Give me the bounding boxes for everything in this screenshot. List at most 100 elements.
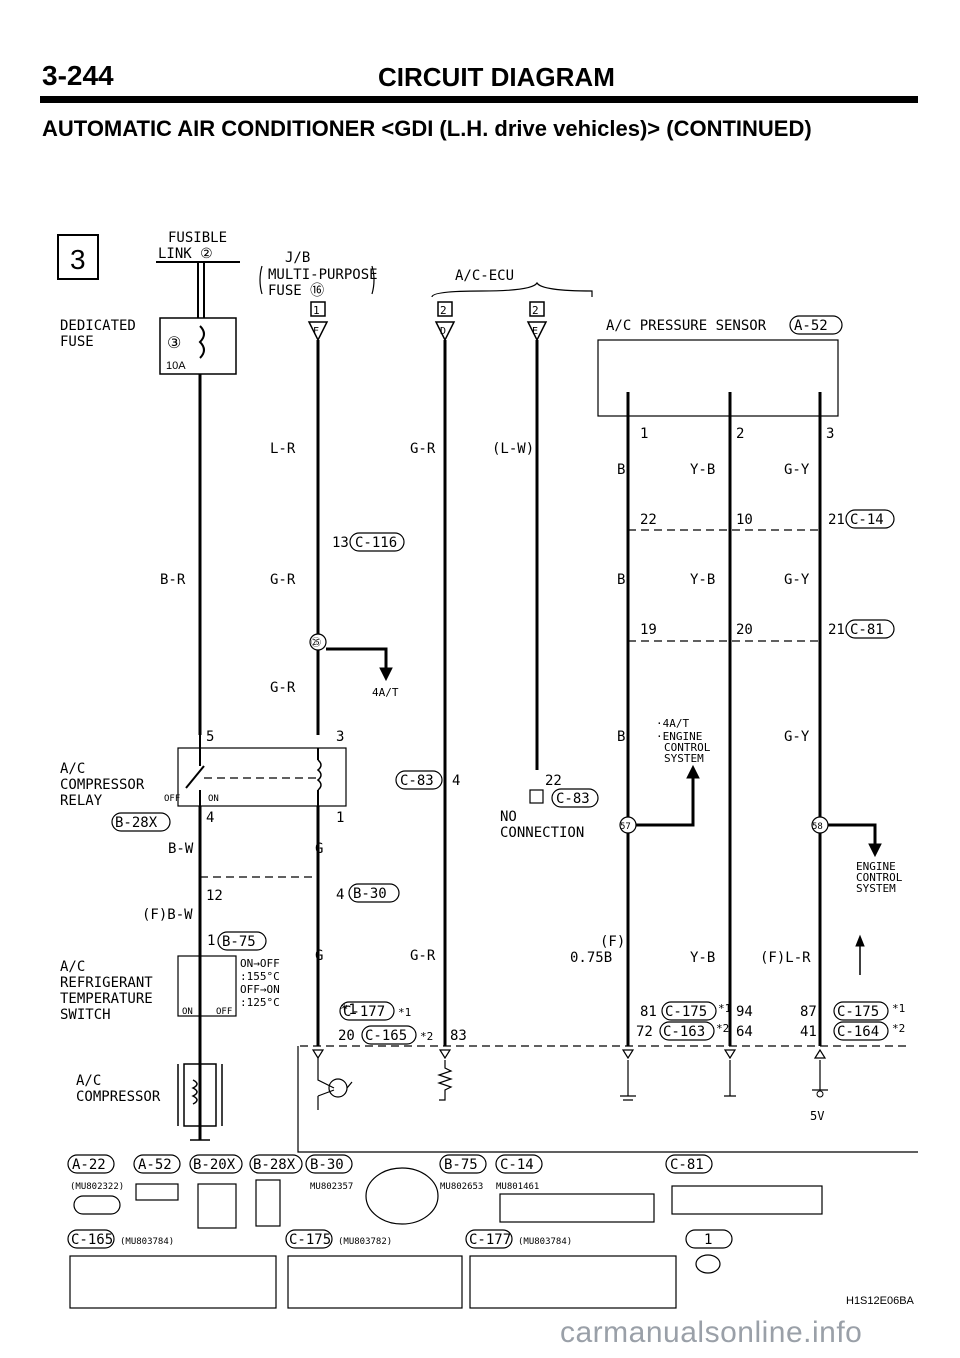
wire-b-label-3: B xyxy=(617,729,625,745)
legend-b75: B-75 xyxy=(444,1157,478,1173)
temp-switch-box xyxy=(177,955,237,1017)
wire-gr-label-2: G-R xyxy=(270,680,296,696)
switch-label-4: SWITCH xyxy=(60,1007,111,1023)
star1-c: *1 xyxy=(892,1002,905,1015)
wire-yb-label-3: Y-B xyxy=(690,950,715,966)
c81-pin-19: 19 xyxy=(640,622,657,638)
ecu-box xyxy=(297,1046,918,1153)
wire-gy-label-1: G-Y xyxy=(784,462,810,478)
switch-label-1: A/C xyxy=(60,959,85,975)
page-title: CIRCUIT DIAGRAM xyxy=(378,62,615,92)
relay-label-3: RELAY xyxy=(60,793,103,809)
pin-20: 20 xyxy=(338,1028,355,1044)
conn-b30-inline: B-30 xyxy=(353,886,387,902)
legend-a22: A-22 xyxy=(72,1157,106,1173)
fuse-rating: 10A xyxy=(166,360,186,372)
pressure-sensor-label: A/C PRESSURE SENSOR xyxy=(606,318,767,334)
c81-pin-20: 20 xyxy=(736,622,753,638)
switch-on: ON xyxy=(182,1007,193,1017)
relay-off: OFF xyxy=(164,794,180,804)
wire-f-label: (F) xyxy=(600,934,625,950)
legend-a52: A-52 xyxy=(138,1157,172,1173)
compressor-label-2: COMPRESSOR xyxy=(76,1089,161,1105)
five-volt-label: 5V xyxy=(810,1109,824,1123)
relay-box xyxy=(177,747,347,807)
relay-contact xyxy=(185,765,205,789)
star2-c: *2 xyxy=(892,1022,905,1035)
conn-c175-inline: C-175 xyxy=(665,1004,707,1020)
legend-b30: B-30 xyxy=(310,1157,344,1173)
multi-purpose-fuse-label: FUSE ⑯ xyxy=(268,283,324,299)
junction-57: 57 xyxy=(620,822,631,832)
wire-yb-label-2: Y-B xyxy=(690,572,715,588)
legend-mu1: (MU802322) xyxy=(70,1182,124,1192)
star2-a: *2 xyxy=(420,1030,433,1043)
sensor-pin-2: 2 xyxy=(736,426,744,442)
compressor-label-1: A/C xyxy=(76,1073,101,1089)
conn-c116: C-116 xyxy=(355,535,397,551)
relay-pin-3: 3 xyxy=(336,729,344,745)
box-3: 2 xyxy=(532,304,539,317)
conn-b75-inline: B-75 xyxy=(222,934,256,950)
legend-c14: C-14 xyxy=(500,1157,534,1173)
wire-g-label-1: G xyxy=(315,841,323,857)
conn-c164-inline: C-164 xyxy=(837,1024,879,1040)
legend-c1: 1 xyxy=(704,1232,712,1248)
wire-fbw-label: (F)B-W xyxy=(142,907,193,923)
legend-mu3: MU802653 xyxy=(440,1182,483,1192)
pin-83: 83 xyxy=(450,1028,467,1044)
pin-12: 12 xyxy=(206,888,223,904)
relay-pin-4: 4 xyxy=(206,810,214,826)
conn-c83b: C-83 xyxy=(556,791,590,807)
legend-b20x: B-20X xyxy=(193,1157,236,1173)
multi-purpose-label: MULTI-PURPOSE xyxy=(268,267,378,283)
note-4: SYSTEM xyxy=(664,752,704,765)
sensor-pin-1: 1 xyxy=(640,426,648,442)
jb-label: J/B xyxy=(285,250,310,266)
dedicated-fuse-box xyxy=(159,317,237,375)
wire-bw-label: B-W xyxy=(168,841,194,857)
star1-b: *1 xyxy=(718,1002,731,1015)
fusible-link-label-1: FUSIBLE xyxy=(168,230,227,246)
wire-075b-label: 0.75B xyxy=(570,950,612,966)
pin-4-b30: 4 xyxy=(336,887,344,903)
switch-label-3: TEMPERATURE xyxy=(60,991,153,1007)
conn-c165-inline: C-165 xyxy=(365,1028,407,1044)
dedicated-fuse-label-2: FUSE xyxy=(60,334,94,350)
switch-label-2: REFRIGERANT xyxy=(60,975,153,991)
wire-gr-label-3: G-R xyxy=(410,441,436,457)
note-3: CONTROL xyxy=(664,741,711,754)
diagram-subtitle: AUTOMATIC AIR CONDITIONER <GDI (L.H. dri… xyxy=(42,116,812,141)
box-2: 2 xyxy=(440,304,447,317)
wire-gr-label-4: G-R xyxy=(410,948,436,964)
ecs-2: CONTROL xyxy=(856,871,903,884)
page-number: 3-244 xyxy=(42,60,114,91)
fuse-symbol xyxy=(198,325,205,359)
switch-spec-2: :155°C xyxy=(240,970,280,983)
pin-22-c83: 22 xyxy=(545,773,562,789)
dedicated-fuse-label-1: DEDICATED xyxy=(60,318,136,334)
sensor-pin-3: 3 xyxy=(826,426,834,442)
conn-c81-inline: C-81 xyxy=(850,622,884,638)
wire-lr-label: L-R xyxy=(270,441,296,457)
legend-c81: C-81 xyxy=(670,1157,704,1173)
note-2: ·ENGINE xyxy=(656,730,702,743)
title-rule xyxy=(40,96,918,103)
wire-gr-label-1: G-R xyxy=(270,572,296,588)
section-box xyxy=(57,234,99,280)
transistor-icon xyxy=(328,1078,348,1098)
switch-spec-4: :125°C xyxy=(240,996,280,1009)
pressure-sensor-box xyxy=(597,339,839,417)
wire-flr-label: (F)L-R xyxy=(760,950,811,966)
connector-legend: A-22 (MU802322) A-52 B-20X B-28X B-30 MU… xyxy=(67,1154,915,1309)
conn-c177-inline: C-177 xyxy=(343,1004,385,1020)
wire-b-label-2: B xyxy=(617,572,625,588)
conn-c14-inline: C-14 xyxy=(850,512,884,528)
ac-ecu-label: A/C-ECU xyxy=(455,268,514,284)
c14-pin-22: 22 xyxy=(640,512,657,528)
ecs-1: ENGINE xyxy=(856,860,896,873)
relay-coil xyxy=(316,759,322,791)
note-1: ·4A/T xyxy=(656,717,689,730)
relay-on: ON xyxy=(208,794,219,804)
